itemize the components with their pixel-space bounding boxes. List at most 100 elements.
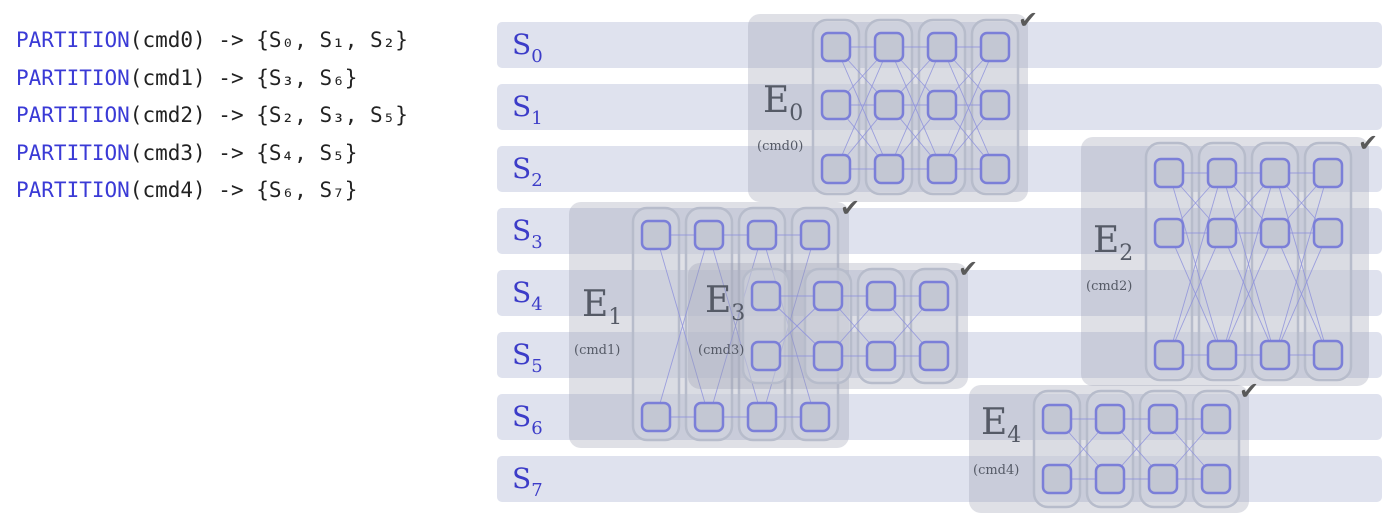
executor-label-main: E [582,284,608,325]
task-node [1312,217,1344,249]
code-arrow: -> [205,178,257,202]
task-node [865,280,897,312]
dependency-edge [1221,232,1276,356]
dependency-edge [1168,232,1223,356]
task-node [1041,463,1073,495]
executor-column [1303,141,1353,382]
code-line: PARTITION(cmd3) -> {S₄, S₅} [16,135,408,173]
shard-label: S7 [512,462,543,501]
task-node [1259,339,1291,371]
code-line: PARTITION(cmd4) -> {S₆, S₇} [16,172,408,210]
task-node [873,31,905,63]
task-node [865,340,897,372]
executor-cmd-label: (cmd3) [698,343,744,358]
code-set: {S₃, S₆} [256,65,358,90]
executor-label: E1 [582,284,622,330]
task-node [1153,217,1185,249]
task-node [750,280,782,312]
code-fn: PARTITION [16,178,130,202]
code-arrow: -> [205,65,257,90]
code-fn: PARTITION [16,140,130,165]
task-node [873,89,905,121]
shard-label-sub: 5 [531,356,542,377]
executor-e3: E3(cmd3)✔ [688,255,978,389]
executor-column [1197,141,1247,382]
executor-column [1250,141,1300,382]
code-arg: (cmd2) [129,103,206,127]
code-line: PARTITION(cmd1) -> {S₃, S₆} [16,60,408,98]
task-node [812,340,844,372]
task-node [1200,403,1232,435]
task-node [918,280,950,312]
code-fn: PARTITION [16,65,130,90]
shard-label-main: S [512,276,531,309]
shard-label-sub: 2 [531,170,542,191]
shard-label: S1 [512,90,543,129]
executor-box [569,202,849,448]
code-arrow: -> [205,28,257,52]
code-set: {S₆, S₇} [256,178,358,202]
dependency-edge [655,234,710,418]
dependency-edge [888,46,943,170]
executor-cmd-label: (cmd2) [1086,279,1132,294]
task-node [1259,157,1291,189]
executor-e0: E0(cmd0)✔ [748,6,1038,202]
task-node [918,340,950,372]
code-set: {S₂, S₃, S₅} [256,103,408,127]
dependency-edge [708,234,763,418]
code-fn: PARTITION [16,103,130,127]
shard-band [497,456,1382,502]
executor-column [684,206,734,442]
checkmark-icon: ✔ [1358,129,1378,157]
shard-label-main: S [512,214,531,247]
code-line: PARTITION(cmd0) -> {S₀, S₁, S₂} [16,22,408,60]
task-node [1206,217,1238,249]
executor-cmd-label: (cmd0) [757,139,803,154]
checkmark-icon: ✔ [958,255,978,283]
partition-code-block: PARTITION(cmd0) -> {S₀, S₁, S₂}PARTITION… [16,22,408,210]
task-node [746,401,778,433]
task-node [1200,463,1232,495]
task-node [1147,403,1179,435]
code-arrow: -> [205,140,257,165]
checkmark-icon: ✔ [840,194,860,222]
code-arrow: -> [205,103,257,127]
executor-label-sub: 0 [789,101,803,126]
code-set: {S₄, S₅} [256,140,358,165]
executor-label-main: E [981,402,1007,443]
dependency-edge [1168,172,1223,356]
shard-label-main: S [512,28,531,61]
executor-label-main: E [763,80,789,121]
task-node [926,153,958,185]
shard-label-sub: 7 [531,480,542,501]
shard-label: S4 [512,276,543,315]
task-node [1153,157,1185,189]
task-node [1206,157,1238,189]
executor-column [1144,141,1194,382]
code-line: PARTITION(cmd2) -> {S₂, S₃, S₅} [16,97,408,135]
task-node [799,401,831,433]
task-node [693,219,725,251]
shard-label: S5 [512,338,543,377]
shard-label-sub: 3 [531,232,542,253]
shard-label: S6 [512,400,543,439]
task-node [1312,157,1344,189]
task-node [873,153,905,185]
task-node [1041,403,1073,435]
shard-label: S2 [512,152,543,191]
task-node [820,89,852,121]
task-node [1094,463,1126,495]
task-node [979,89,1011,121]
task-node [979,153,1011,185]
task-node [1312,339,1344,371]
executor-e4: E4(cmd4)✔ [969,377,1259,513]
executor-label: E4 [981,402,1021,448]
task-node [979,31,1011,63]
code-arg: (cmd3) [129,140,206,165]
executor-label-sub: 2 [1119,241,1133,266]
task-node [926,31,958,63]
code-fn: PARTITION [16,28,130,52]
dependency-edge [1274,172,1329,356]
dependency-edge [1274,232,1329,356]
shard-label-sub: 1 [531,108,542,129]
